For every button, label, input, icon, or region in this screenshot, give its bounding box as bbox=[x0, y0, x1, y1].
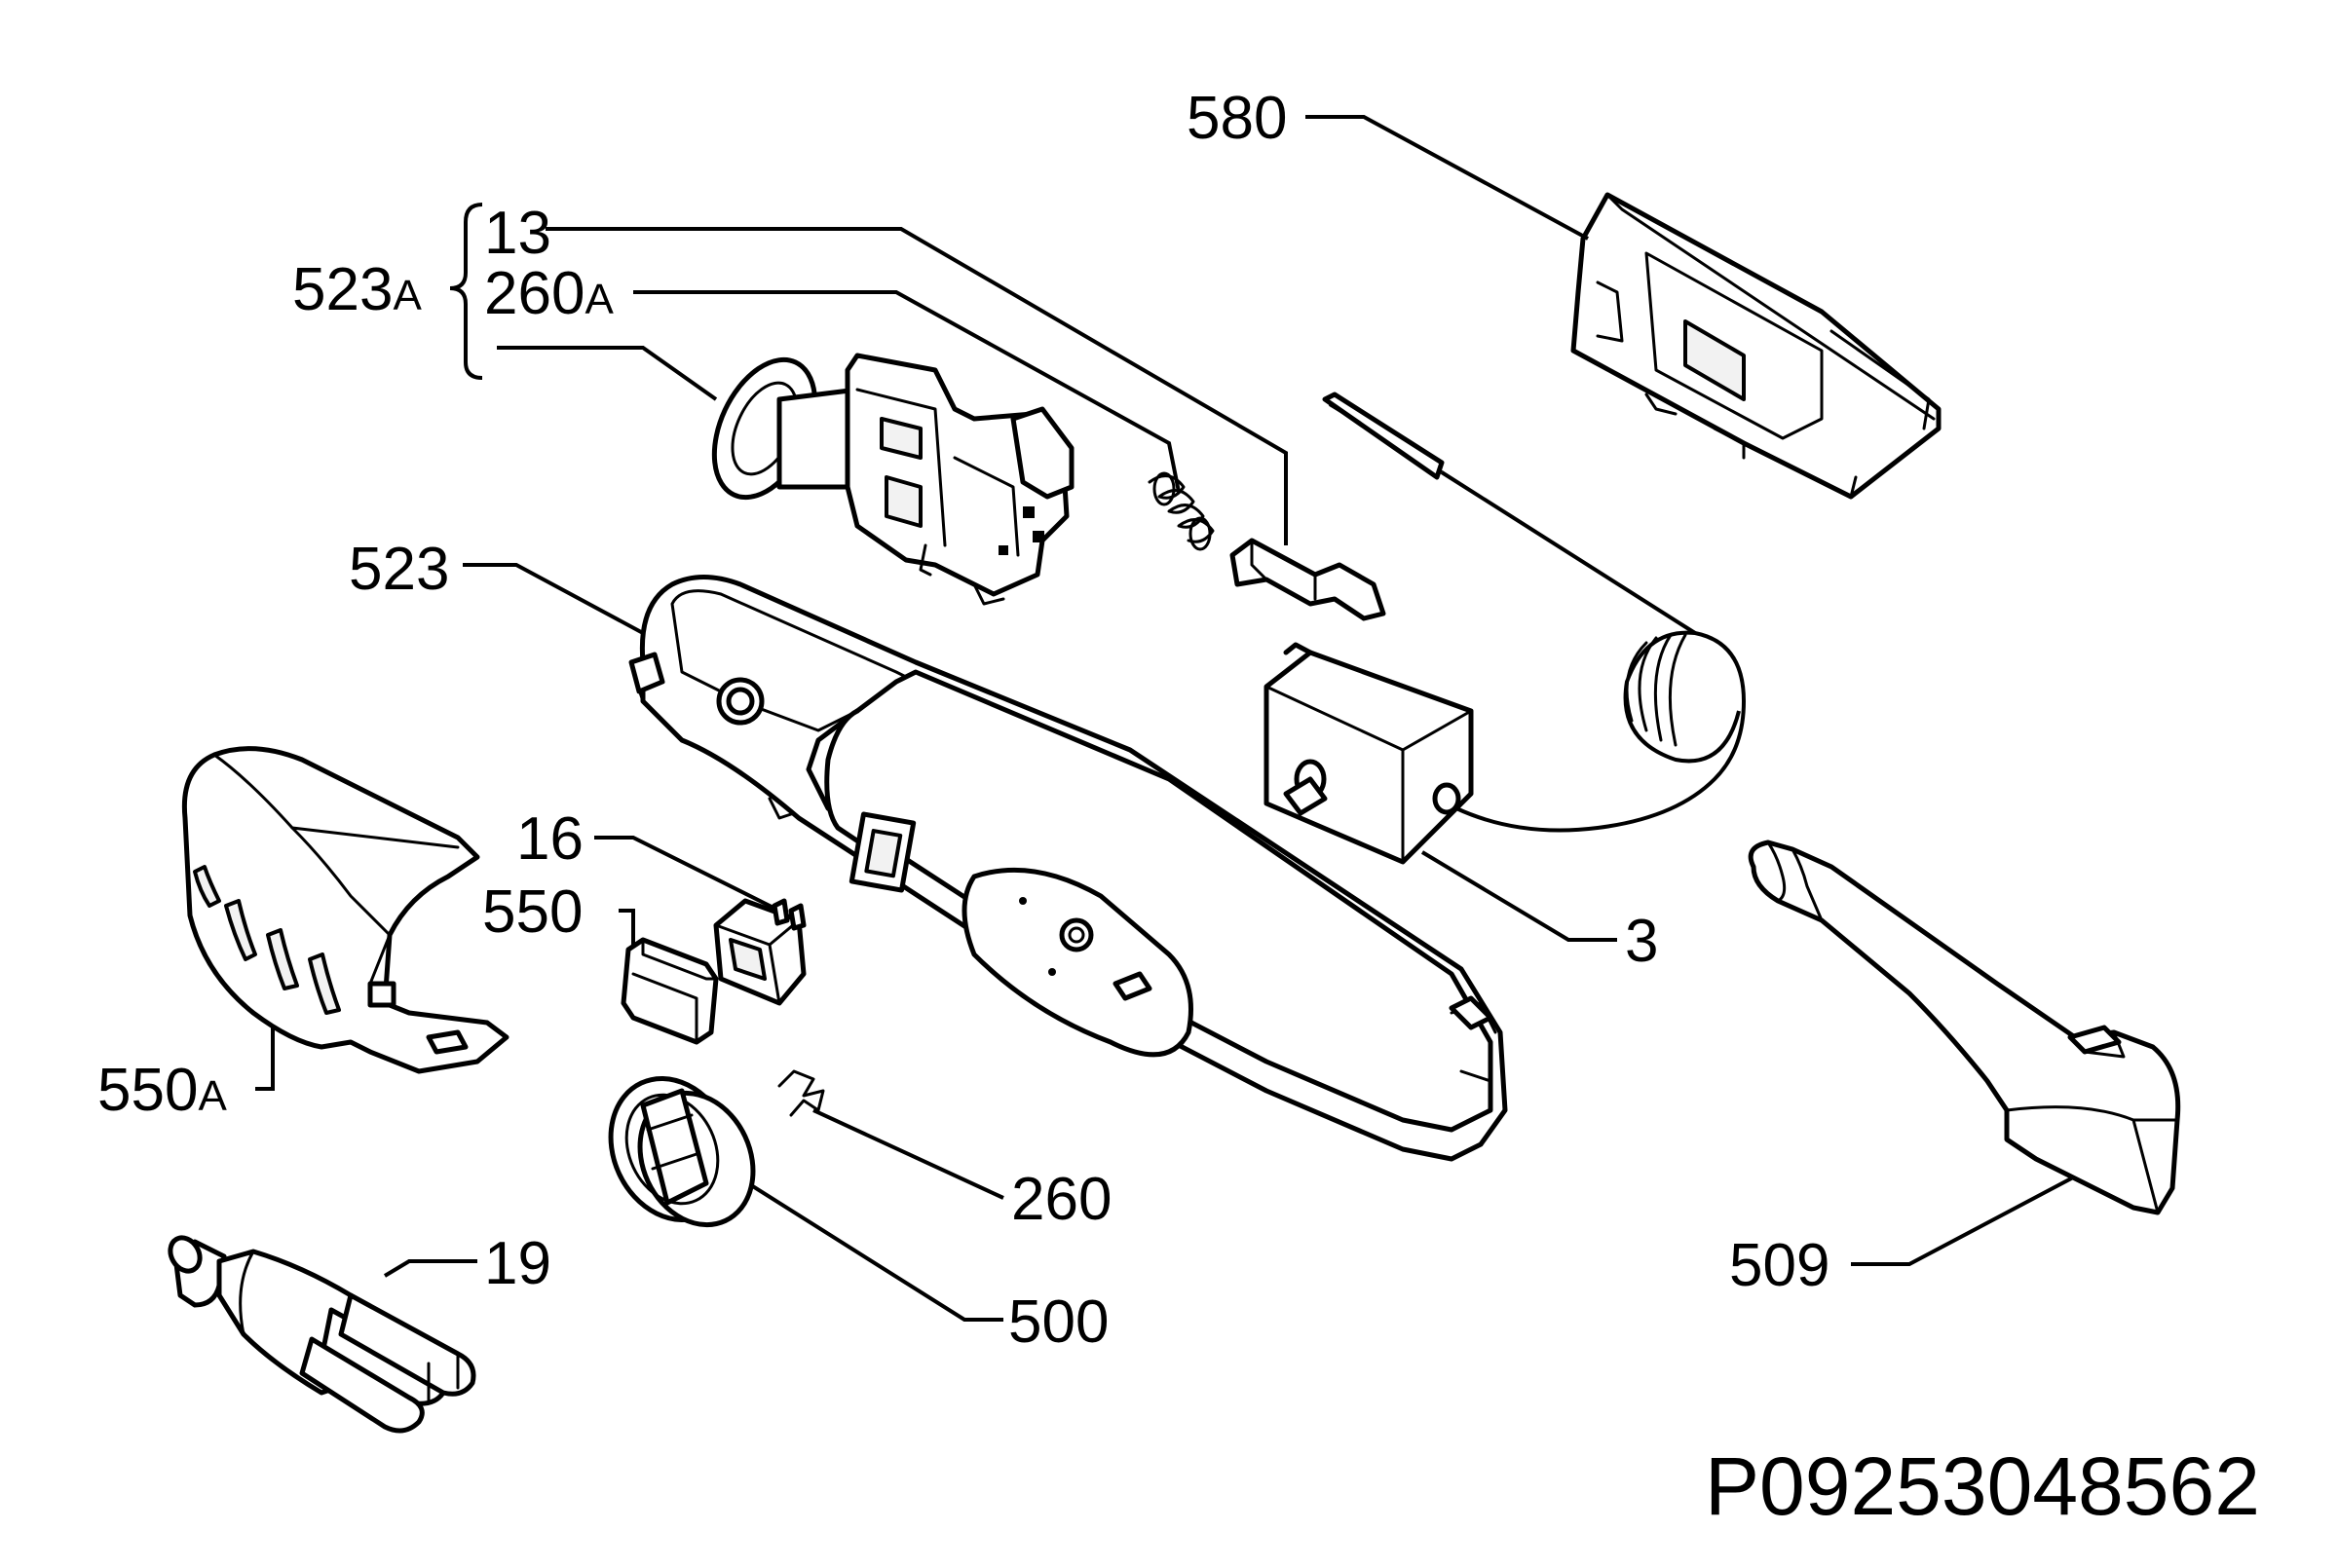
part-523-housing[interactable] bbox=[628, 575, 1508, 1162]
label-260: 260 bbox=[1011, 1166, 1112, 1233]
label-550: 550 bbox=[482, 878, 583, 946]
group-brace-523A bbox=[449, 203, 483, 380]
label-19: 19 bbox=[484, 1230, 551, 1297]
label-523A-number: 523 bbox=[292, 256, 393, 323]
part-13-lever[interactable] bbox=[1229, 538, 1386, 621]
part-260-clip[interactable] bbox=[777, 1069, 825, 1117]
label-550A: 550A bbox=[97, 1057, 227, 1124]
drawing-code: P09253048562 bbox=[1705, 1440, 2260, 1532]
part-260A-spring[interactable] bbox=[1148, 471, 1215, 551]
leader-lines bbox=[255, 115, 2076, 1322]
part-550A-lamp-cover[interactable] bbox=[181, 746, 509, 1074]
label-260A-suffix: A bbox=[584, 276, 614, 323]
label-550A-number: 550 bbox=[97, 1057, 198, 1124]
label-260A: 260A bbox=[484, 260, 614, 327]
label-550A-suffix: A bbox=[198, 1072, 227, 1120]
part-523A-switch-assembly[interactable] bbox=[695, 344, 1075, 606]
label-509: 509 bbox=[1729, 1232, 1829, 1299]
label-13: 13 bbox=[484, 200, 551, 267]
part-509-handle[interactable] bbox=[1748, 840, 2181, 1215]
part-580-cover-bracket[interactable] bbox=[1570, 192, 1942, 500]
part-16-switch[interactable] bbox=[713, 898, 807, 1006]
label-16: 16 bbox=[516, 805, 584, 873]
label-3: 3 bbox=[1625, 908, 1658, 975]
part-550-lens[interactable] bbox=[621, 937, 719, 1045]
label-500: 500 bbox=[1008, 1288, 1109, 1356]
label-523: 523 bbox=[349, 536, 449, 603]
part-3-thermostat[interactable] bbox=[1263, 392, 1747, 865]
part-500-knob[interactable] bbox=[588, 1059, 774, 1244]
label-260A-number: 260 bbox=[484, 260, 584, 327]
part-19-lamp[interactable] bbox=[165, 1232, 476, 1434]
label-580: 580 bbox=[1187, 85, 1287, 152]
label-523A: 523A bbox=[292, 256, 422, 323]
label-523A-suffix: A bbox=[393, 272, 422, 319]
